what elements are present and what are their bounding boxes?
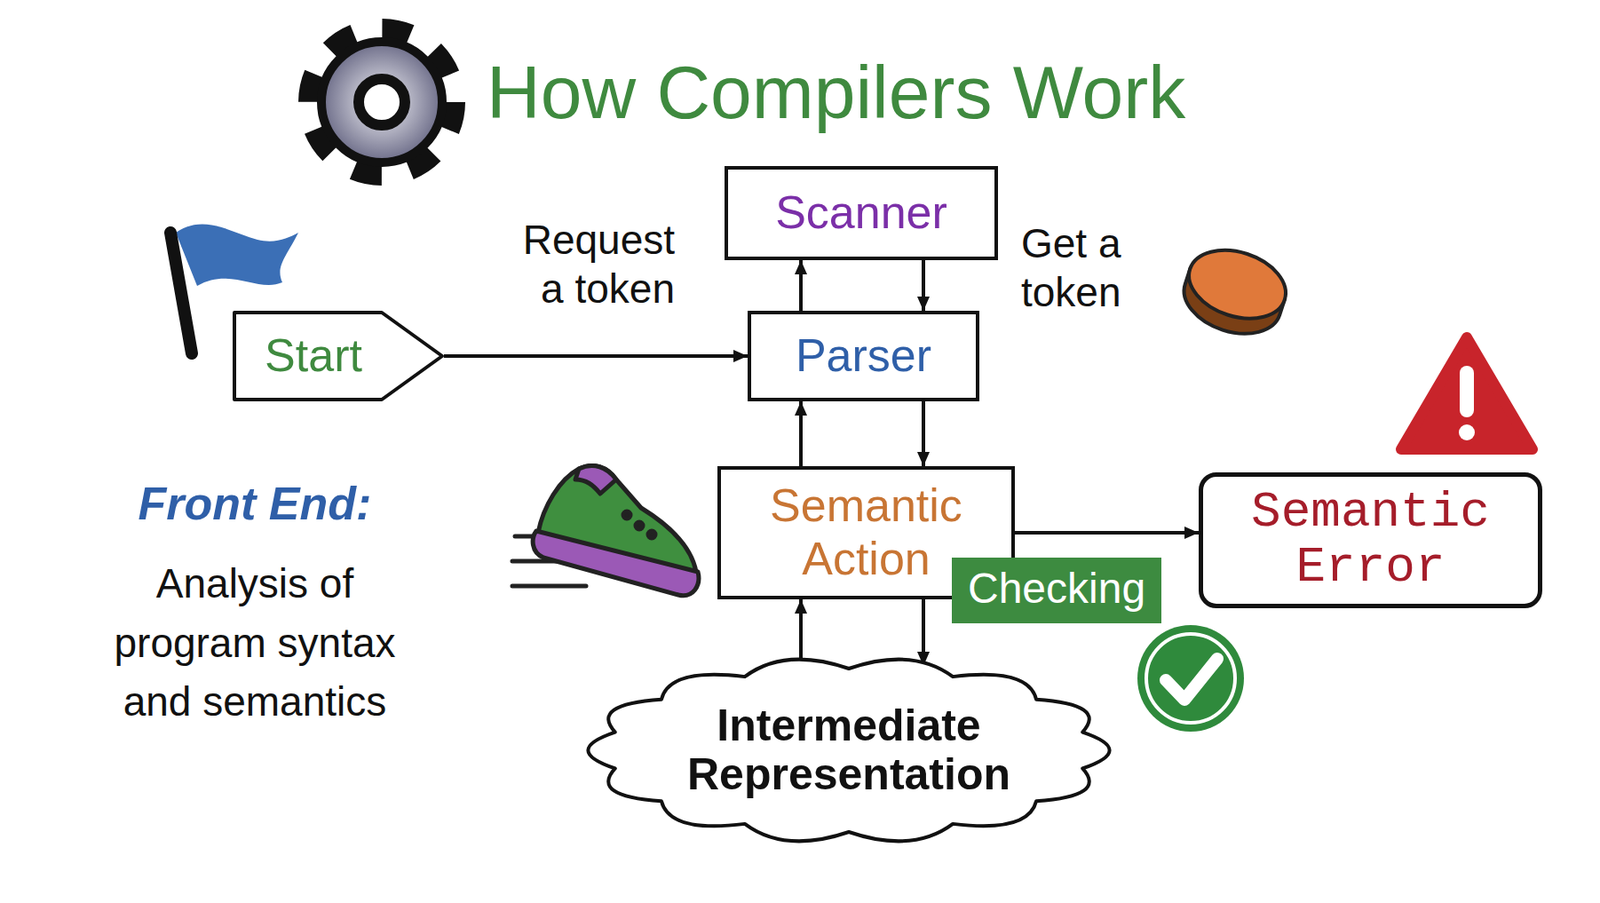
parser-box: Parser (747, 310, 980, 402)
node-label: Parser (795, 329, 932, 383)
flow-arrow (443, 354, 748, 358)
flow-arrow (799, 401, 803, 467)
check-ring (1146, 633, 1236, 723)
flow-arrow (921, 599, 926, 666)
speed-line (512, 584, 587, 589)
flow-arrow (799, 260, 803, 311)
node-label: Scanner (775, 186, 948, 240)
gear-hole (358, 79, 405, 126)
section-description: Analysis of program syntax and semantics (86, 554, 424, 732)
shoe-icon (512, 465, 699, 595)
warning-triangle (1401, 337, 1533, 450)
shoe-heel (575, 465, 617, 494)
coin-face (1180, 238, 1295, 331)
warning-icon (1401, 337, 1533, 450)
shoe-sole (532, 530, 699, 596)
flow-arrow (1014, 530, 1199, 535)
gear-icon (310, 31, 453, 174)
flow-arrow (799, 599, 803, 664)
warning-bar (1459, 365, 1474, 418)
check-mark (1165, 658, 1218, 700)
node-label: Start (264, 329, 363, 383)
shoe-lace (635, 522, 643, 530)
semantic-error-box: Semantic Error (1198, 472, 1543, 609)
coin-icon (1175, 238, 1295, 346)
diagram-title: How Compilers Work (486, 49, 1186, 136)
edge-label: Request a token (497, 215, 675, 314)
start-node: Start (232, 310, 444, 402)
section-heading: Front End: (86, 477, 424, 531)
flag-cloth (175, 223, 299, 286)
cloud-shape (587, 659, 1109, 842)
flow-arrow (921, 260, 926, 311)
node-label: Intermediate Representation (671, 701, 1027, 800)
shoe-lace (623, 511, 631, 519)
intermediate-representation-cloud: Intermediate Representation (582, 643, 1116, 857)
node-label: Semantic Error (1219, 485, 1522, 595)
scanner-box: Scanner (724, 166, 999, 261)
warning-dot (1458, 424, 1475, 441)
gear-teeth (310, 31, 453, 174)
flow-arrow (921, 401, 926, 467)
shoe-lace (648, 530, 656, 539)
check-icon (1137, 625, 1244, 732)
pentagon-shape (234, 312, 443, 400)
edge-label: Get a token (1021, 219, 1173, 317)
gear-body (321, 41, 443, 163)
flag-pole (170, 232, 192, 354)
check-disc (1137, 625, 1244, 732)
checking-badge: Checking (951, 557, 1162, 624)
